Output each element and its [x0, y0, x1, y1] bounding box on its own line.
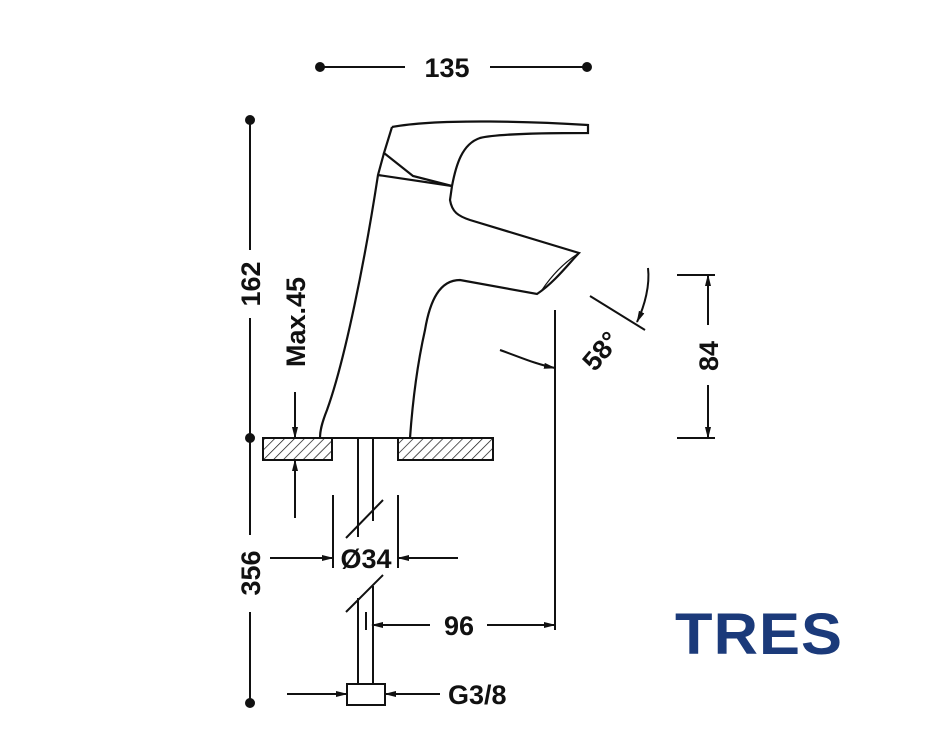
- label-96: 96: [444, 611, 474, 641]
- brand-logo: TRES: [675, 602, 843, 667]
- faucet-body: [318, 120, 590, 439]
- label-max45: Max.45: [281, 277, 311, 367]
- label-diameter: Ø34: [340, 544, 391, 574]
- label-135: 135: [424, 53, 469, 83]
- dimension-diameter: [270, 495, 458, 568]
- label-84: 84: [694, 341, 724, 371]
- label-162: 162: [236, 261, 266, 306]
- dimension-84: [677, 274, 715, 439]
- dimension-135: [315, 62, 592, 72]
- dimension-162-356: [245, 115, 255, 708]
- dimension-angle: [499, 267, 650, 369]
- label-58deg: 58°: [576, 326, 625, 377]
- counter-section: [262, 437, 494, 461]
- label-thread: G3/8: [448, 680, 507, 710]
- connector-nut: [346, 683, 386, 706]
- dimension-96: [365, 310, 556, 630]
- label-356: 356: [236, 550, 266, 595]
